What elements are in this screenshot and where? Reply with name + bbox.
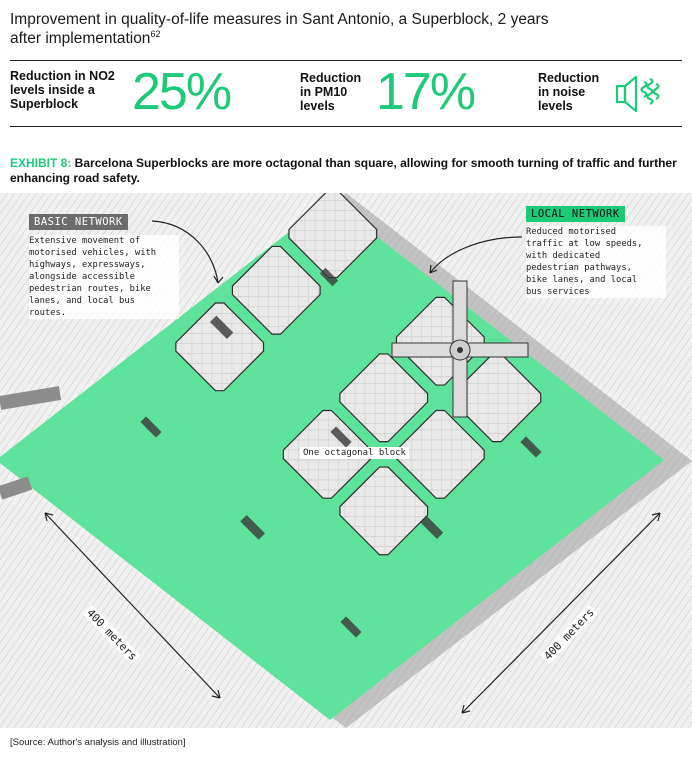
local-network-arrow [429, 236, 523, 274]
stat-value-pm10: 17% [376, 63, 476, 121]
stat-label-no2: Reduction in NO2 levels inside a Superbl… [10, 69, 115, 111]
basic-network-badge: BASIC NETWORK [29, 214, 128, 230]
page-title: Improvement in quality-of-life measures … [10, 11, 549, 47]
stat-value-no2: 25% [132, 63, 232, 121]
exhibit-caption: EXHIBIT 8: Barcelona Superblocks are mor… [10, 156, 677, 185]
local-network-description: Reduced motorised traffic at low speeds,… [526, 226, 666, 298]
octagonal-block-label: One octagonal block [300, 447, 409, 459]
basic-network-description: Extensive movement of motorised vehicles… [29, 235, 179, 319]
source-note: [Source: Author's analysis and illustrat… [10, 737, 186, 748]
distance-line-right [461, 512, 661, 714]
speaker-noise-icon [614, 72, 670, 121]
top-divider [10, 60, 682, 61]
distance-line-left [44, 512, 221, 699]
stats-divider [10, 126, 682, 127]
stat-label-noise: Reduction in noise levels [538, 71, 600, 113]
stat-label-pm10: Reduction in PM10 levels [300, 71, 362, 113]
basic-network-arrow [151, 220, 219, 284]
cross-plaza [391, 280, 529, 418]
local-network-badge: LOCAL NETWORK [526, 206, 625, 222]
